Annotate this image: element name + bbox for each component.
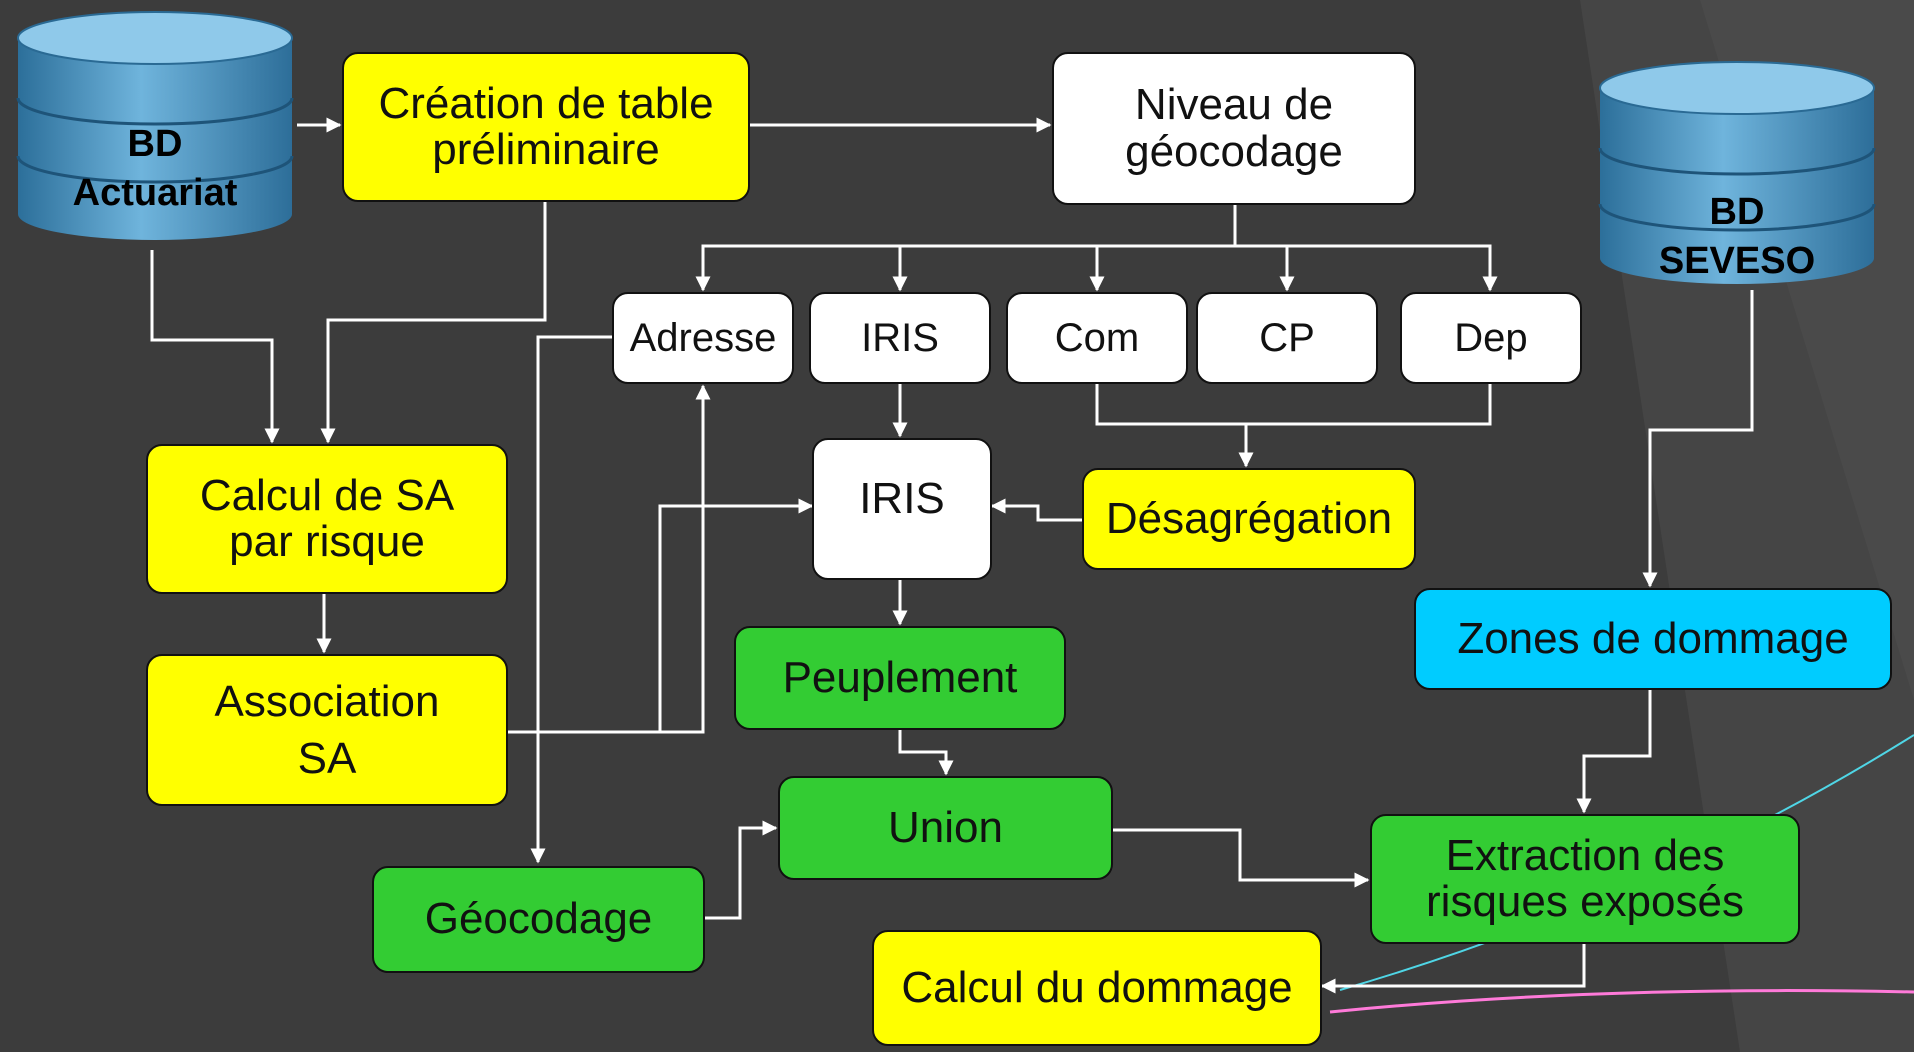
arrow-creation-to-calcul-sa — [320, 202, 547, 444]
bd-seveso-label: BD SEVESO — [1658, 191, 1816, 283]
database-cylinder-icon — [16, 11, 294, 240]
cp-node: CP — [1196, 292, 1378, 384]
arrow-actuariat-to-calcul-sa — [150, 250, 280, 444]
iris-node: IRIS — [812, 438, 992, 580]
arrow-desagregation-to-iris — [990, 498, 1082, 522]
iris-level-node: IRIS — [809, 292, 991, 384]
arrow-geocodage-to-union — [705, 820, 778, 920]
desagregation-node: Désagrégation — [1082, 468, 1416, 570]
geocodage-node: Géocodage — [372, 866, 705, 973]
arrow-zones-to-extraction — [1576, 690, 1652, 814]
arrow-association-to-adresse — [660, 384, 711, 734]
zones-dommage-node: Zones de dommage — [1414, 588, 1892, 690]
extraction-node: Extraction des risques exposés — [1370, 814, 1800, 944]
arrow-extraction-to-calcul-dommage — [1320, 944, 1586, 994]
arrow-niveau-to-dep — [1235, 244, 1498, 292]
arrow-association-to-iris — [508, 498, 814, 734]
arrow-adresse-to-geocodage — [530, 335, 612, 864]
calcul-dommage-node: Calcul du dommage — [872, 930, 1322, 1046]
creation-table-node: Création de table préliminaire — [342, 52, 750, 202]
union-node: Union — [778, 776, 1113, 880]
peuplement-node: Peuplement — [734, 626, 1066, 730]
dep-node: Dep — [1400, 292, 1582, 384]
association-sa-node: Association SA — [146, 654, 508, 806]
arrow-seveso-to-zones — [1642, 290, 1754, 588]
arrow-niveau-to-adresse — [695, 205, 1237, 292]
bd-seveso-database: BD SEVESO — [1596, 58, 1878, 288]
adresse-node: Adresse — [612, 292, 794, 384]
com-node: Com — [1006, 292, 1188, 384]
bd-actuariat-label: BD Actuariat — [72, 123, 238, 215]
database-cylinder-icon — [1598, 61, 1876, 284]
arrow-peuplement-to-union — [898, 730, 954, 776]
bd-actuariat-database: BD Actuariat — [14, 8, 296, 244]
arrow-levels-to-desagregation — [1095, 384, 1492, 466]
arrow-union-to-extraction — [1113, 828, 1370, 888]
calcul-sa-node: Calcul de SA par risque — [146, 444, 508, 594]
niveau-geocodage-node: Niveau de géocodage — [1052, 52, 1416, 205]
